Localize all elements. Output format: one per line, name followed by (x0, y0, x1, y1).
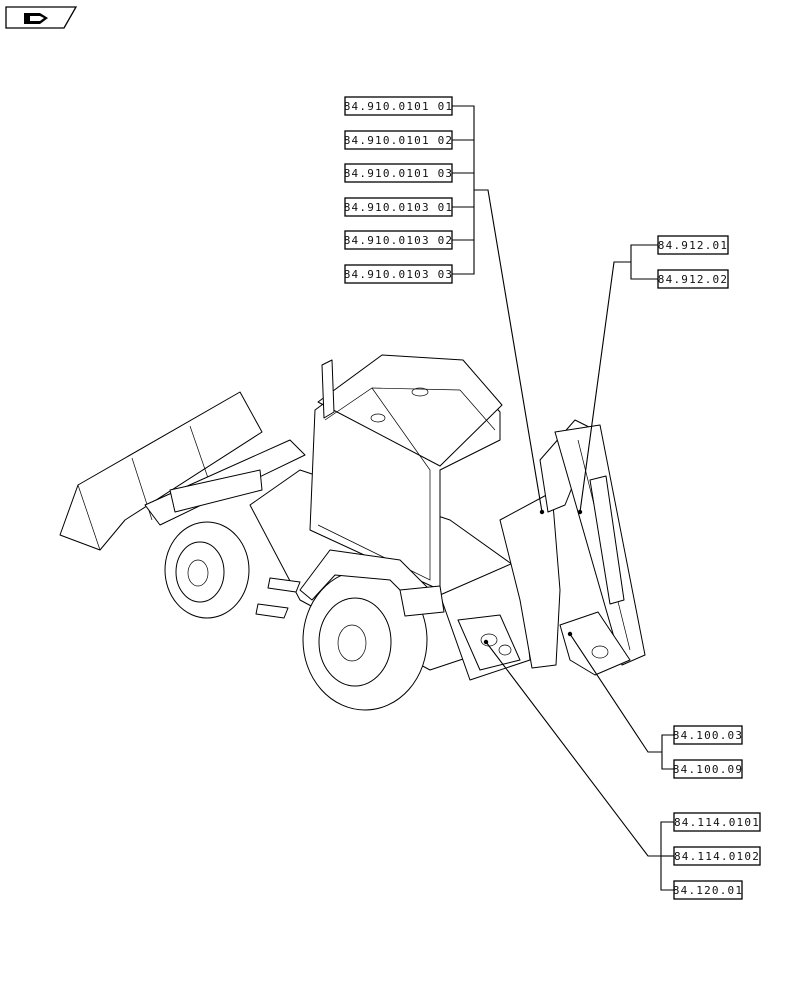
callout-84-100-09[interactable]: 84.100.09 (673, 759, 743, 779)
callout-84-910-0101-02[interactable]: 84.910.0101 02 (344, 130, 454, 150)
svg-text:84.910.0101 01: 84.910.0101 01 (344, 100, 454, 113)
svg-text:84.100.09: 84.100.09 (673, 763, 743, 776)
callout-84-114-0102[interactable]: 84.114.0102 (673, 846, 761, 866)
svg-text:84.100.03: 84.100.03 (673, 729, 743, 742)
callout-84-912-01[interactable]: 84.912.01 (657, 235, 729, 255)
svg-text:84.912.01: 84.912.01 (658, 239, 728, 252)
callout-84-100-03[interactable]: 84.100.03 (673, 725, 743, 745)
backhoe-loader-drawing (59, 354, 646, 711)
callout-group-b: 84.912.01 84.912.02 (577, 235, 729, 515)
svg-text:84.114.0101: 84.114.0101 (674, 816, 760, 829)
svg-text:84.910.0101 02: 84.910.0101 02 (344, 134, 454, 147)
callout-84-114-0101[interactable]: 84.114.0101 (673, 812, 761, 832)
callout-84-120-01[interactable]: 84.120.01 (673, 880, 743, 900)
callout-group-d: 84.114.0101 84.114.0102 84.120.01 (483, 639, 761, 900)
callout-84-910-0101-03[interactable]: 84.910.0101 03 (344, 163, 454, 183)
callout-group-a: 84.910.0101 01 84.910.0101 02 84.910.010… (344, 96, 545, 515)
callout-84-910-0103-03[interactable]: 84.910.0103 03 (344, 264, 454, 284)
callout-group-c: 84.100.03 84.100.09 (567, 631, 743, 779)
svg-text:84.910.0103 03: 84.910.0103 03 (344, 268, 454, 281)
svg-text:84.120.01: 84.120.01 (673, 884, 743, 897)
nav-tab[interactable] (5, 6, 78, 29)
svg-text:84.910.0103 01: 84.910.0103 01 (344, 201, 454, 214)
callout-84-912-02[interactable]: 84.912.02 (657, 269, 729, 289)
svg-text:84.114.0102: 84.114.0102 (674, 850, 760, 863)
svg-text:84.910.0101 03: 84.910.0101 03 (344, 167, 454, 180)
svg-text:84.910.0103 02: 84.910.0103 02 (344, 234, 454, 247)
arrow-on-page-icon (24, 13, 48, 24)
svg-text:84.912.02: 84.912.02 (658, 273, 728, 286)
callout-84-910-0101-01[interactable]: 84.910.0101 01 (344, 96, 454, 116)
callout-84-910-0103-02[interactable]: 84.910.0103 02 (344, 230, 454, 250)
callout-84-910-0103-01[interactable]: 84.910.0103 01 (344, 197, 454, 217)
